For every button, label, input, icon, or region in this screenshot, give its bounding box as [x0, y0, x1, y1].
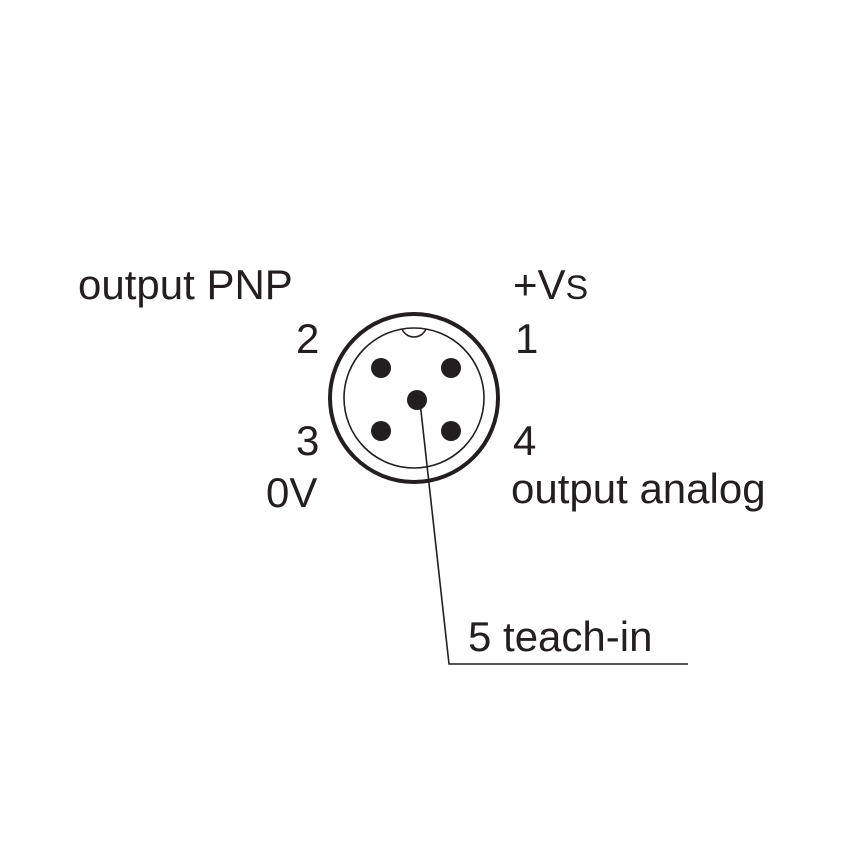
pin-2-function-label: output PNP	[78, 261, 293, 308]
connector-inner-ring	[343, 327, 485, 469]
pin-1-function-label: +VS	[513, 264, 588, 306]
pin-2	[371, 358, 391, 378]
pin-1-function-suffix: S	[565, 269, 589, 307]
pin-1	[441, 358, 461, 378]
pin-3-function-label: 0V	[266, 469, 318, 516]
pin-4-function-label: output analog	[511, 465, 766, 512]
pins	[371, 358, 461, 441]
pin-4-number: 4	[513, 417, 537, 464]
pin-1-number: 1	[515, 315, 539, 362]
pin-2-number: 2	[296, 315, 320, 362]
pin-4	[441, 421, 461, 441]
connector	[328, 312, 500, 484]
pin-1-function-main: +V	[513, 261, 566, 308]
connector-keyway	[401, 328, 427, 338]
pin-3-number: 3	[296, 417, 320, 464]
pin-5-label: 5 teach-in	[468, 613, 653, 660]
pin-5-leader-line	[419, 401, 688, 665]
pin-5	[407, 390, 427, 410]
connector-outer-ring	[328, 312, 500, 484]
pin-3	[371, 421, 391, 441]
